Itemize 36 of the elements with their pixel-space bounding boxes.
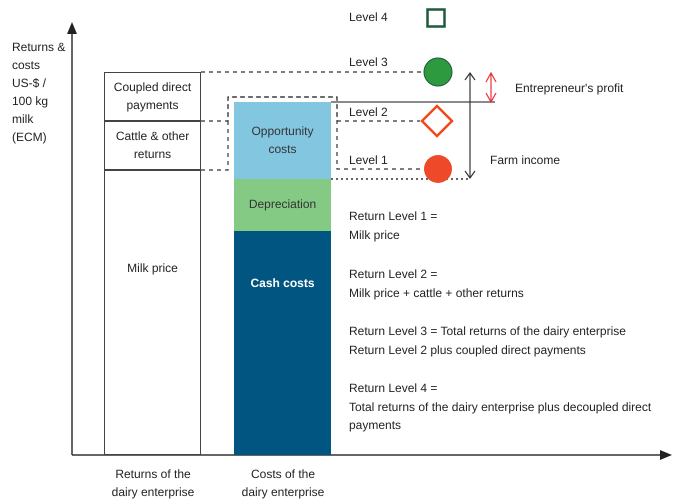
axis-category-label: Returns of the dairy enterprise [110, 466, 196, 501]
level-label: Level 4 [349, 9, 389, 26]
level-label: Level 2 [349, 104, 389, 121]
square-marker [426, 8, 446, 28]
legend-text: Milk price [349, 227, 401, 244]
dashed-connector [201, 96, 420, 122]
legend-text: Milk price + cattle + other returns [349, 285, 525, 302]
legend-text: Return Level 3 = Total returns of the dairy enterprise [349, 323, 627, 340]
circle-marker [423, 154, 453, 184]
legend-text: Return Level 2 plus coupled direct payments [349, 342, 587, 359]
return-segment [104, 121, 201, 170]
segment-label: Cash costs [250, 275, 315, 292]
cost-segment [234, 102, 331, 179]
annotation-text: Entrepreneur's profit [515, 80, 624, 97]
segment-label: Cattle & other returns [114, 128, 190, 162]
level-label: Level 3 [349, 54, 389, 71]
axis-title: Returns & costs US-$ / 100 kg milk (ECM) [12, 39, 66, 146]
legend-text: Return Level 4 = [349, 380, 438, 397]
segment-label: Coupled direct payments [112, 79, 192, 114]
dashed-connector [201, 96, 423, 171]
segment-label: Milk price [127, 260, 178, 277]
diamond-marker [420, 104, 454, 138]
cost-segment [234, 179, 331, 231]
return-segment [104, 72, 201, 121]
segment-label: Opportunity costs [250, 123, 315, 158]
legend-text: Return Level 1 = [349, 208, 438, 225]
annotation-text: Farm income [490, 152, 562, 169]
cost-segment [234, 231, 331, 455]
segment-label: Depreciation [248, 196, 316, 214]
legend-text: Return Level 2 = [349, 266, 438, 283]
level-label: Level 1 [349, 152, 389, 169]
circle-marker [423, 57, 453, 87]
legend-text: Total returns of the dairy enterprise plus decoupled direct payments [349, 399, 652, 434]
dashed-connector [201, 71, 423, 73]
return-segment [104, 170, 201, 455]
axis-category-label: Costs of the dairy enterprise [240, 466, 326, 501]
